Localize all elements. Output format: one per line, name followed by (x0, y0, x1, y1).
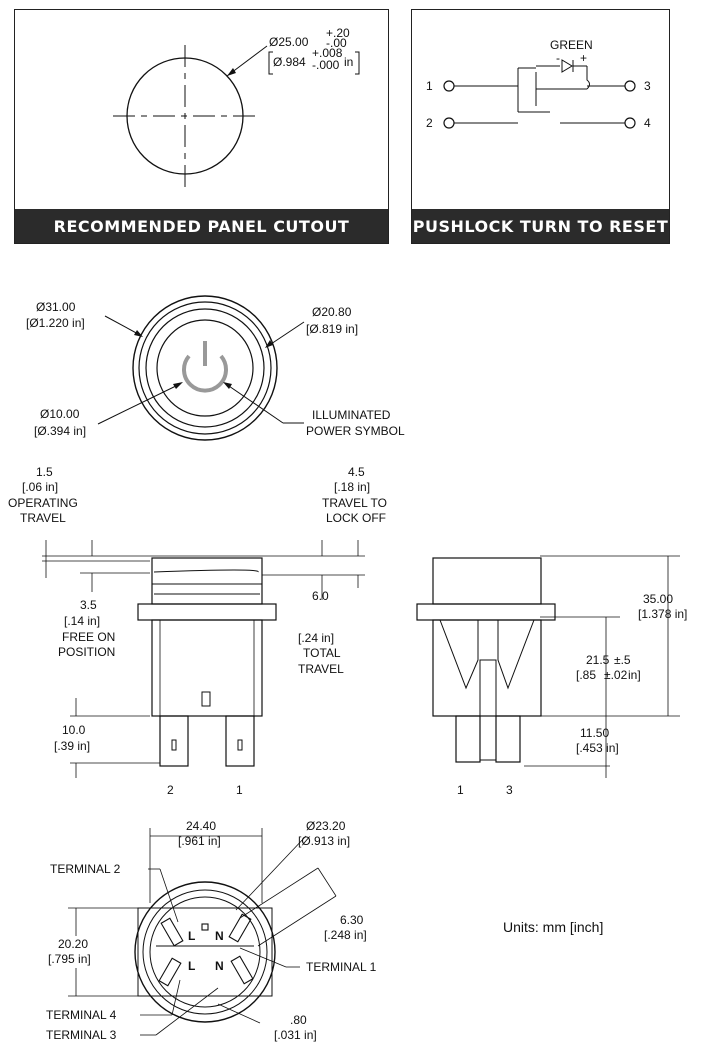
right-body-in: [.85 (576, 668, 596, 682)
cutout-dia-in: Ø.984 (273, 55, 306, 69)
bottom-terminal-1: TERMINAL 1 (306, 960, 377, 974)
right-body-in-end: in] (628, 668, 641, 682)
bottom-terminal-2: TERMINAL 2 (50, 862, 121, 876)
right-term-label-3: 3 (506, 783, 513, 797)
right-height-in: [1.378 in] (638, 607, 687, 621)
bottom-view-drawing: 24.40 [.961 in] Ø23.20 [Ø.913 in] TERMIN… (46, 819, 377, 1042)
bottom-thick-mm: .80 (290, 1013, 307, 1027)
front-inner-dia-in: [Ø.819 in] (306, 322, 358, 336)
side-free-mm: 3.5 (80, 598, 97, 612)
front-outer-dia-in: [Ø1.220 in] (26, 316, 85, 330)
right-term-in: [.453 in] (576, 741, 619, 755)
bottom-thick-in: [.031 in] (274, 1028, 317, 1042)
right-body-in-tol: ±.02 (604, 668, 628, 682)
side-total-mm: 6.0 (312, 589, 329, 603)
front-symbol-label-1: ILLUMINATED (312, 408, 391, 422)
front-outer-dia-mm: Ø31.00 (36, 300, 76, 314)
side-term-label-2: 2 (167, 783, 174, 797)
right-height-mm: 35.00 (643, 592, 673, 606)
bottom-width-mm: 24.40 (186, 819, 216, 833)
cutout-in-unit: in (344, 55, 353, 69)
units-note: Units: mm [inch] (503, 919, 604, 935)
bottom-width-in: [.961 in] (178, 834, 221, 848)
cutout-tol-mm-minus: -.00 (326, 36, 347, 50)
bottom-dia-mm: Ø23.20 (306, 819, 346, 833)
schematic-terminal-2: 2 (426, 116, 433, 130)
side-op-travel-mm: 1.5 (36, 465, 53, 479)
bottom-term-N-bot: N (215, 959, 224, 973)
bottom-height-in: [.795 in] (48, 952, 91, 966)
side-lock-l2: LOCK OFF (326, 511, 386, 525)
schematic-terminal-1: 1 (426, 79, 433, 93)
front-symbol-dia-mm: Ø10.00 (40, 407, 80, 421)
side-term-mm: 10.0 (62, 723, 86, 737)
side-term-in: [.39 in] (54, 739, 90, 753)
right-term-label-1: 1 (457, 783, 464, 797)
bottom-term-L-bot: L (188, 959, 195, 973)
cutout-dia-mm: Ø25.00 (269, 35, 309, 49)
cutout-tol-in-minus: -.000 (312, 58, 340, 72)
cutout-tol-mm-plus: +.20 (326, 26, 350, 40)
schematic-terminal-4: 4 (644, 116, 651, 130)
right-body-mm: 21.5 (586, 653, 610, 667)
bottom-term-L-top: L (188, 929, 195, 943)
bottom-dia-in: [Ø.913 in] (298, 834, 350, 848)
bottom-term-w-in: [.248 in] (324, 928, 367, 942)
front-view-drawing: Ø31.00 [Ø1.220 in] Ø20.80 [Ø.819 in] Ø10… (26, 295, 405, 441)
schematic-drawing: GREEN - + 1 2 3 4 (426, 38, 651, 130)
front-symbol-label-2: POWER SYMBOL (306, 424, 405, 438)
schematic-panel: GREEN - + 1 2 3 4 PUSHLOCK TURN TO RESET (411, 9, 670, 244)
front-symbol-dia-in: [Ø.394 in] (34, 424, 86, 438)
side-free-l2: POSITION (58, 645, 115, 659)
schematic-led-minus: - (556, 51, 560, 65)
cutout-tol-in-plus: +.008 (312, 46, 343, 60)
side-views-drawing: 1.5 [.06 in] OPERATING TRAVEL 4.5 [.18 i… (8, 465, 687, 797)
side-op-travel-l1: OPERATING (8, 496, 78, 510)
schematic-panel-title: PUSHLOCK TURN TO RESET (412, 209, 669, 243)
side-op-travel-in: [.06 in] (22, 480, 58, 494)
side-lock-in: [.18 in] (334, 480, 370, 494)
right-term-mm: 11.50 (580, 726, 609, 740)
panel-cutout-title: RECOMMENDED PANEL CUTOUT (15, 209, 388, 243)
schematic-led-plus: + (580, 51, 587, 65)
side-free-l1: FREE ON (62, 630, 115, 644)
panel-cutout-panel: Ø25.00 +.20 -.00 Ø.984 +.008 -.000 in RE… (14, 9, 389, 244)
side-term-label-1: 1 (236, 783, 243, 797)
side-total-l2: TRAVEL (298, 662, 344, 676)
side-lock-l1: TRAVEL TO (322, 496, 387, 510)
panel-cutout-drawing: Ø25.00 +.20 -.00 Ø.984 +.008 -.000 in (113, 26, 360, 188)
side-free-in: [.14 in] (64, 614, 100, 628)
bottom-height-mm: 20.20 (58, 937, 88, 951)
bottom-term-w-mm: 6.30 (340, 913, 364, 927)
side-lock-mm: 4.5 (348, 465, 365, 479)
side-total-in: [.24 in] (298, 631, 334, 645)
front-inner-dia-mm: Ø20.80 (312, 305, 352, 319)
schematic-terminal-3: 3 (644, 79, 651, 93)
bottom-terminal-3: TERMINAL 3 (46, 1028, 117, 1042)
schematic-led-label: GREEN (550, 38, 593, 52)
right-body-mm-tol: ±.5 (614, 653, 631, 667)
side-total-l1: TOTAL (303, 646, 341, 660)
bottom-term-N-top: N (215, 929, 224, 943)
bottom-terminal-4: TERMINAL 4 (46, 1008, 117, 1022)
side-op-travel-l2: TRAVEL (20, 511, 66, 525)
